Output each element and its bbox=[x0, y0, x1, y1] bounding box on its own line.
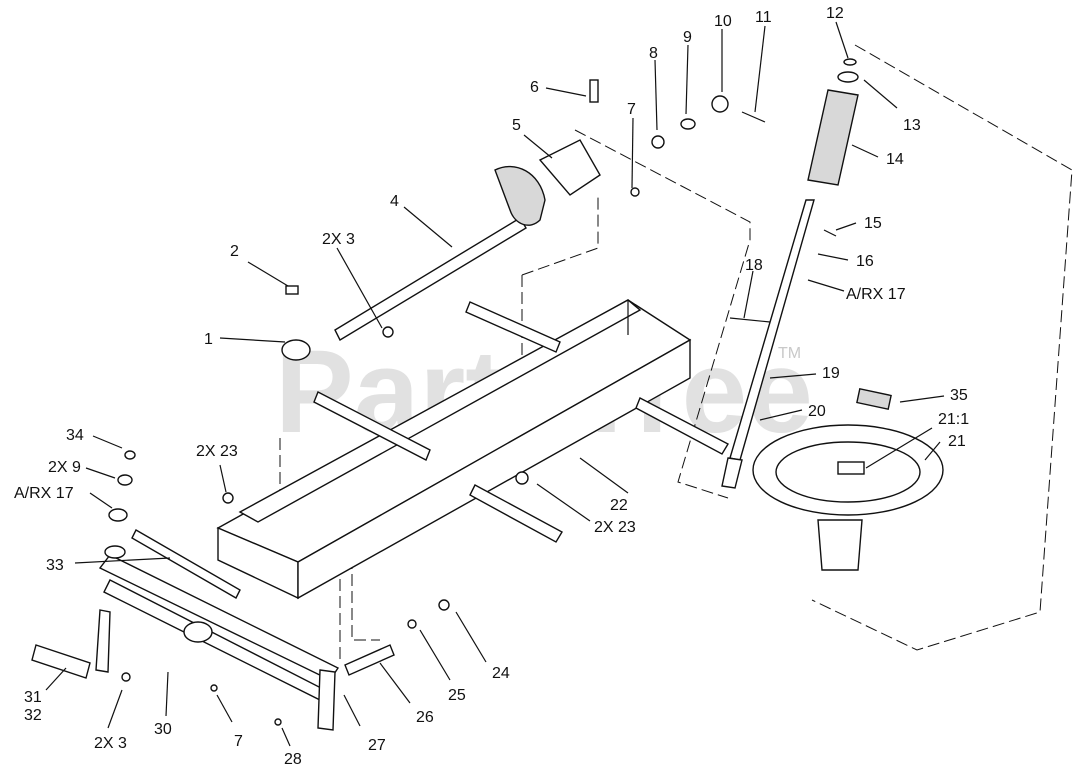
callout-2x3-bottom: 2X 3 bbox=[94, 735, 127, 752]
callout-24: 24 bbox=[492, 665, 510, 682]
callout-2x23-left: 2X 23 bbox=[196, 443, 238, 460]
callout-31: 31 bbox=[24, 689, 42, 706]
callout-9: 9 bbox=[683, 29, 692, 46]
callout-15: 15 bbox=[864, 215, 882, 232]
hardware bbox=[121, 187, 640, 726]
callout-10: 10 bbox=[714, 13, 732, 30]
callout-27: 27 bbox=[368, 737, 386, 754]
callout-11: 11 bbox=[755, 9, 772, 26]
callout-7-top: 7 bbox=[627, 101, 636, 118]
callout-19: 19 bbox=[822, 365, 840, 382]
callout-20: 20 bbox=[808, 403, 826, 420]
callout-1: 1 bbox=[204, 331, 213, 348]
callout-8: 8 bbox=[649, 45, 658, 62]
callout-34: 34 bbox=[66, 427, 84, 444]
steering-column bbox=[721, 58, 859, 489]
callout-2x3-top: 2X 3 bbox=[322, 231, 355, 248]
callout-13: 13 bbox=[903, 117, 921, 134]
callout-16: 16 bbox=[856, 253, 874, 270]
callout-6: 6 bbox=[530, 79, 539, 96]
callout-18: 18 bbox=[745, 257, 763, 274]
callout-2: 2 bbox=[230, 243, 239, 260]
callout-12: 12 bbox=[826, 5, 844, 22]
callout-28: 28 bbox=[284, 751, 302, 768]
callout-25: 25 bbox=[448, 687, 466, 704]
callout-labels: 1 2 2X 3 4 5 6 7 8 9 10 11 12 13 14 15 1… bbox=[14, 5, 969, 768]
callout-a-rx-17-left: A/RX 17 bbox=[14, 485, 74, 502]
callout-7-bottom: 7 bbox=[234, 733, 243, 750]
callout-35: 35 bbox=[950, 387, 968, 404]
main-frame bbox=[216, 299, 692, 600]
leader-lines bbox=[45, 21, 945, 747]
steering-shaft bbox=[334, 79, 766, 341]
callout-21-1: 21:1 bbox=[938, 411, 969, 428]
front-axle bbox=[31, 450, 395, 731]
callout-2x9: 2X 9 bbox=[48, 459, 81, 476]
callout-30: 30 bbox=[154, 721, 172, 738]
watermark-trademark: TM bbox=[778, 345, 801, 362]
callout-21: 21 bbox=[948, 433, 966, 450]
callout-14: 14 bbox=[886, 151, 904, 168]
callout-32: 32 bbox=[24, 707, 42, 724]
callout-a-rx-17-top: A/RX 17 bbox=[846, 286, 906, 303]
callout-5: 5 bbox=[512, 117, 521, 134]
callout-22: 22 bbox=[610, 497, 628, 514]
callout-2x23-right: 2X 23 bbox=[594, 519, 636, 536]
frame-axles bbox=[313, 301, 729, 543]
callout-4: 4 bbox=[390, 193, 399, 210]
callout-26: 26 bbox=[416, 709, 434, 726]
callout-33: 33 bbox=[46, 557, 64, 574]
